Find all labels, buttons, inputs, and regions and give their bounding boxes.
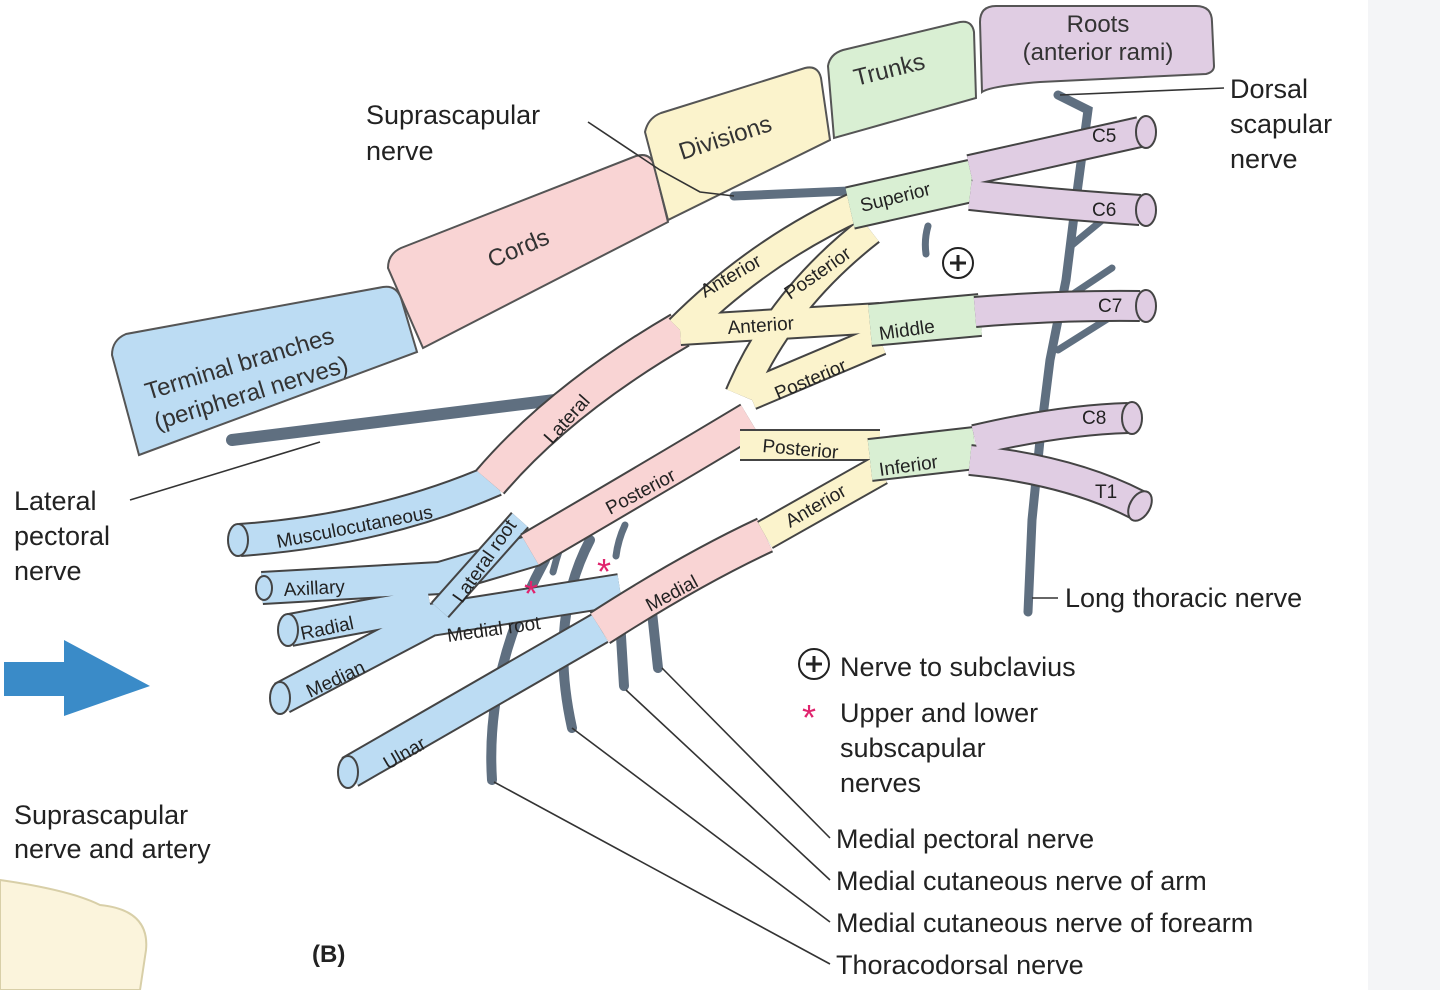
label-suprascapular-artery-1: Suprascapular	[14, 800, 188, 830]
root-label-c5: C5	[1092, 126, 1116, 147]
inferior-trunk	[867, 428, 978, 480]
header-divisions: Divisions	[643, 66, 832, 222]
label-suprascapular-2: nerve	[366, 136, 434, 166]
label-med-cut-forearm: Medial cutaneous nerve of forearm	[836, 908, 1253, 938]
medial-cord	[590, 519, 773, 643]
header-terminal-branches: Terminal branches (peripheral nerves)	[110, 285, 419, 457]
root-label-t1: T1	[1095, 482, 1117, 503]
branch-ends	[227, 523, 359, 789]
header-roots-label-2: (anterior rami)	[1023, 39, 1174, 66]
leader-med-cut-forearm	[571, 727, 831, 923]
leader-thoracodorsal	[493, 781, 831, 965]
radial-nerve	[287, 589, 433, 645]
figure-tag: (B)	[312, 941, 345, 968]
trunks	[845, 160, 982, 480]
leader-medial-pectoral	[661, 667, 831, 839]
star-upper-subscapular: *	[524, 573, 538, 614]
middle-posterior-division	[744, 327, 886, 408]
leader-dorsal-scapular	[1059, 87, 1225, 96]
label-suprascapular-artery-2: nerve and artery	[14, 834, 211, 864]
cords	[477, 315, 773, 643]
root-label-c6: C6	[1092, 200, 1116, 221]
root-c8	[971, 404, 1129, 454]
superior-anterior-division	[670, 192, 866, 340]
label-dorsal-scapular-1: Dorsal	[1230, 74, 1308, 104]
header-roots: Roots (anterior rami)	[978, 5, 1216, 94]
superior-posterior-division	[727, 218, 879, 401]
leader-med-cut-arm	[625, 689, 831, 881]
header-trunks: Trunks	[826, 20, 978, 140]
lower-subscapular-nerve	[612, 521, 629, 560]
leader-lateral-pectoral	[129, 441, 321, 501]
root-label-c7: C7	[1098, 296, 1122, 317]
subscapular-stars: * *	[524, 551, 611, 614]
legend-subclavius: Nerve to subclavius	[840, 652, 1076, 682]
musculocutaneous-nerve	[238, 466, 501, 555]
root-c5	[966, 118, 1144, 184]
label-medial-pectoral: Medial pectoral nerve	[836, 824, 1094, 854]
median-roots	[432, 513, 528, 617]
legend-star-icon: *	[802, 697, 816, 738]
label-med-cut-arm: Medial cutaneous nerve of arm	[836, 866, 1207, 896]
lateral-pectoral-nerve	[226, 394, 561, 446]
legend-subscapular-3: nerves	[840, 768, 921, 798]
ulnar-nerve	[342, 615, 608, 785]
long-thoracic-nerve	[1023, 90, 1093, 617]
terminal-branches	[238, 466, 623, 785]
label-lateral-pectoral-2: pectoral	[14, 521, 110, 551]
legend-subscapular-2: subscapular	[840, 733, 986, 763]
nerve-to-subclavius	[921, 222, 932, 258]
inferior-anterior-division	[758, 457, 887, 548]
legend: Nerve to subclavius * Upper and lower su…	[798, 648, 1076, 798]
label-lateral-pectoral-1: Lateral	[14, 486, 97, 516]
root-c6	[968, 181, 1141, 224]
divisions	[670, 192, 887, 548]
label-thoracodorsal: Thoracodorsal nerve	[836, 950, 1084, 980]
blue-arrow-icon	[4, 640, 150, 716]
roots	[966, 118, 1145, 518]
middle-anterior-division	[679, 304, 881, 344]
thoracodorsal-nerve	[558, 535, 595, 733]
bone-fragment	[0, 878, 148, 990]
label-long-thoracic: Long thoracic nerve	[1065, 583, 1302, 613]
medial-pectoral-nerve	[647, 607, 663, 673]
lateral-root	[432, 513, 528, 617]
outer-labels: Suprascapular nerve Dorsal scapular nerv…	[14, 74, 1332, 980]
label-dorsal-scapular-2: scapular	[1230, 109, 1332, 139]
lateral-cord	[477, 315, 689, 494]
root-c7	[973, 291, 1141, 326]
root-labels: C5 C6 C7 C8 T1	[1082, 126, 1122, 503]
superior-trunk	[845, 160, 980, 228]
label-lateral-pectoral-3: nerve	[14, 556, 82, 586]
root-ends	[1121, 115, 1157, 522]
leader-lines	[129, 87, 1225, 965]
division-label-mid-anterior: Anterior	[727, 313, 796, 339]
axillary-nerve	[261, 535, 540, 603]
division-labels: Anterior Posterior Anterior Posterior Po…	[697, 243, 856, 532]
header-cords: Cords	[386, 154, 670, 350]
root-label-c8: C8	[1082, 408, 1106, 429]
legend-subscapular-1: Upper and lower	[840, 698, 1038, 728]
middle-trunk	[868, 295, 982, 345]
label-dorsal-scapular-3: nerve	[1230, 144, 1298, 174]
median-nerve	[275, 575, 623, 712]
header-roots-label-1: Roots	[1067, 11, 1130, 38]
leader-suprascapular	[587, 121, 735, 197]
branch-label-axillary: Axillary	[283, 577, 346, 601]
posterior-cord	[521, 405, 759, 565]
root-t1	[968, 446, 1145, 518]
subclavius-marker	[942, 247, 974, 279]
label-suprascapular-1: Suprascapular	[366, 100, 540, 130]
star-lower-subscapular: *	[597, 551, 611, 592]
side-bar	[1368, 0, 1440, 990]
